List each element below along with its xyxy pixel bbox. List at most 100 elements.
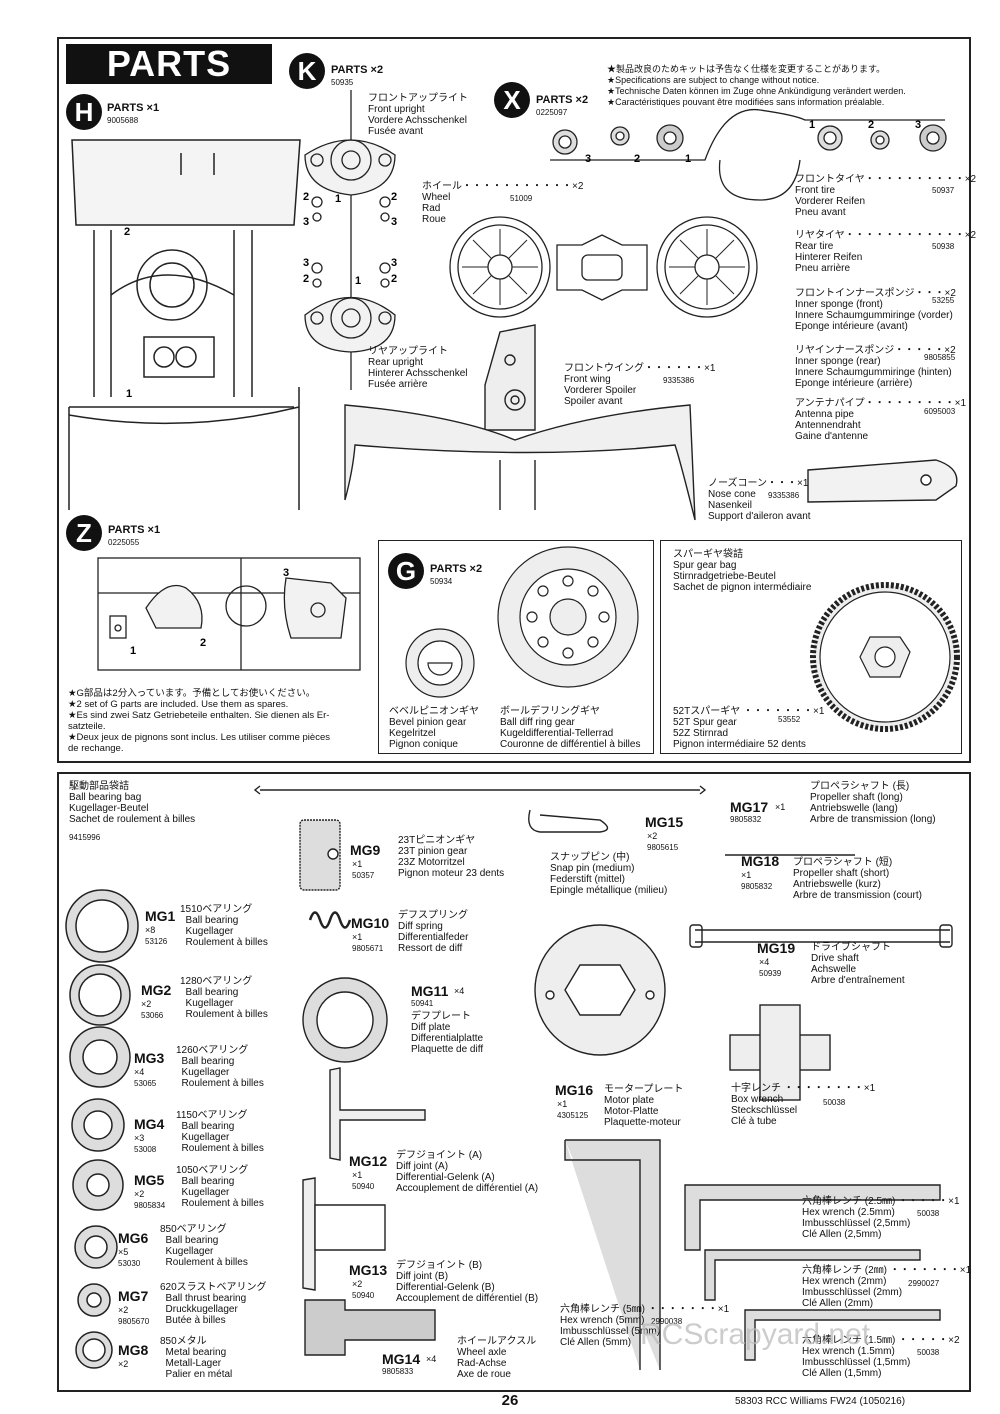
- front-wing-code: 9335386: [663, 376, 695, 385]
- mg3-qty: ×4: [134, 1067, 145, 1077]
- bag-z-code: 0225055: [108, 538, 140, 547]
- mg15-label: MG15: [645, 814, 684, 830]
- box-wrench-label: 十字レンチ ・・・・・・・・×1 Box wrench Steckschlüss…: [731, 1083, 876, 1127]
- bevel-pinion-drawing: [405, 628, 475, 698]
- manual-reference: 58303 RCC Williams FW24 (1050216): [735, 1396, 906, 1407]
- mg12-code: 50940: [352, 1182, 375, 1191]
- bag-k-code: 50935: [331, 78, 354, 87]
- hex-wrench-2-5-code: 50038: [917, 1209, 940, 1218]
- mg7-code: 9805670: [118, 1317, 150, 1326]
- mg11-qty: ×4: [454, 986, 465, 996]
- mg6-code: 53030: [118, 1259, 141, 1268]
- antenna-pipe-label: アンテナパイプ・・・・・・・・・×1 Antenna pipe Antennen…: [795, 398, 967, 442]
- bearing-bag-frame: [57, 772, 971, 1392]
- mg5-code: 9805834: [134, 1201, 166, 1210]
- mg12-qty: ×1: [352, 1170, 363, 1180]
- hex-wrench-5-label: 六角棒レンチ (5㎜) ・・・・・・・×1 Hex wrench (5mm) I…: [560, 1304, 730, 1348]
- mg12-label: MG12: [349, 1153, 388, 1169]
- bearings-drawing: [65, 889, 139, 1369]
- spur-gear-box: [660, 540, 962, 754]
- mg10-qty: ×1: [352, 932, 363, 942]
- mg15-code: 9805615: [647, 843, 679, 852]
- hex-wrench-5-code: 2990038: [651, 1317, 683, 1326]
- svg-text:2: 2: [391, 273, 397, 285]
- mg6-desc: 850ベアリング Ball bearing Kugellager Rouleme…: [160, 1224, 248, 1268]
- front-upright-label: フロントアップライト Front upright Vordere Achssch…: [368, 93, 468, 137]
- nose-cone-label: ノーズコーン・・・×1 Nose cone Nasenkeil Support …: [708, 478, 811, 522]
- svg-text:2: 2: [303, 273, 309, 285]
- mg9-code: 50357: [352, 871, 375, 880]
- box-wrench-code: 50038: [823, 1098, 846, 1107]
- mg14-label: MG14: [382, 1351, 421, 1367]
- bag-g-title: PARTS ×2: [430, 563, 483, 575]
- svg-text:3: 3: [585, 153, 591, 165]
- svg-text:1: 1: [130, 645, 136, 657]
- mg1-code: 53126: [145, 937, 168, 946]
- mg7-qty: ×2: [118, 1305, 129, 1315]
- mg14-qty: ×4: [426, 1354, 437, 1364]
- mg4-qty: ×3: [134, 1133, 145, 1143]
- svg-text:3: 3: [283, 567, 289, 579]
- mg11-label: MG11: [411, 983, 449, 999]
- svg-text:1: 1: [685, 153, 691, 165]
- svg-text:3: 3: [915, 119, 921, 131]
- mg5-qty: ×2: [134, 1189, 145, 1199]
- mg8-label: MG8: [118, 1342, 149, 1358]
- nose-cone-drawing: [807, 459, 958, 503]
- mg9-desc: 23Tピニオンギヤ 23T pinion gear 23Z Motorritze…: [398, 835, 505, 879]
- hex-wrench-1-5-code: 50038: [917, 1348, 940, 1357]
- mg17-code: 9805832: [730, 815, 762, 824]
- svg-text:3: 3: [391, 257, 397, 269]
- spur-gear-label: 52Tスパーギヤ ・・・・・・・×1 52T Spur gear 52Z Sti…: [673, 706, 825, 750]
- mg2-label: MG2: [141, 982, 172, 998]
- bag-h-title: PARTS ×1: [107, 102, 160, 114]
- nose-cone-code: 9335386: [768, 491, 800, 500]
- wheel-label: ホイール・・・・・・・・・・・×2 Wheel Rad Roue: [422, 181, 584, 225]
- mg8-desc: 850メタル Metal bearing Metall-Lager Palier…: [160, 1336, 233, 1380]
- mg5-desc: 1050ベアリング Ball bearing Kugellager Roulem…: [176, 1165, 264, 1209]
- rear-wing-drawing: 2 1: [68, 139, 301, 510]
- mg2-qty: ×2: [141, 999, 152, 1009]
- rear-tire-label: リヤタイヤ・・・・・・・・・・・・×2 Rear tire Hinterer R…: [795, 230, 977, 274]
- mg16-desc: モータープレート Motor plate Motor-Platte Plaque…: [604, 1084, 684, 1128]
- mg9-qty: ×1: [352, 859, 363, 869]
- mg3-label: MG3: [134, 1050, 165, 1066]
- mg16-label: MG16: [555, 1082, 594, 1098]
- mg17-label: MG17: [730, 799, 769, 815]
- mg18-qty: ×1: [741, 870, 752, 880]
- mg14-desc: ホイールアクスル Wheel axle Rad-Achse Axe de rou…: [457, 1336, 537, 1380]
- mg8-qty: ×2: [118, 1359, 129, 1369]
- inner-sponge-front-label: フロントインナースポンジ・・・×2 Inner sponge (front) I…: [795, 288, 956, 332]
- mg18-code: 9805832: [741, 882, 773, 891]
- antenna-pipe-code: 6095003: [924, 407, 956, 416]
- mg10-code: 9805671: [352, 944, 384, 953]
- mg18-label: MG18: [741, 853, 780, 869]
- mg13-qty: ×2: [352, 1279, 363, 1289]
- mg17-desc: プロペラシャフト (長) Propeller shaft (long) Antr…: [810, 781, 936, 825]
- mg14-code: 9805833: [382, 1367, 414, 1376]
- ball-diff-ring-label: ボールデフリングギヤ Ball diff ring gear Kugeldiff…: [500, 706, 641, 750]
- mg13-desc: デフジョイント (B) Diff joint (B) Differential-…: [396, 1260, 539, 1304]
- front-wing-drawing: [344, 324, 696, 521]
- front-tire-label: フロントタイヤ・・・・・・・・・・×2 Front tire Vorderer …: [795, 174, 977, 218]
- mg7-desc: 620スラストベアリング Ball thrust bearing Druckku…: [160, 1282, 267, 1326]
- svg-text:3: 3: [303, 257, 309, 269]
- mg19-desc: ドライブシャフト Drive shaft Achswelle Arbre d'e…: [811, 942, 905, 986]
- mg4-code: 53008: [134, 1145, 157, 1154]
- svg-text:2: 2: [303, 191, 309, 203]
- g-parts-note: ★G部品は2分入っています。予備としてお使いください。 ★2 set of G …: [68, 688, 330, 754]
- bag-g-badge: G: [388, 553, 424, 589]
- bag-z-badge: Z: [66, 515, 102, 551]
- mg1-qty: ×8: [145, 925, 156, 935]
- mg10-desc: デフスプリング Diff spring Differentialfeder Re…: [398, 910, 469, 954]
- spur-gear-bag-title: スパーギヤ袋詰 Spur gear bag Stirnradgetriebe-B…: [673, 549, 812, 593]
- g-parts-box: [378, 540, 654, 754]
- mg15-desc: スナップピン (中) Snap pin (medium) Federstift …: [550, 852, 668, 896]
- mg6-label: MG6: [118, 1230, 149, 1246]
- bag-k-title: PARTS ×2: [331, 64, 384, 76]
- spur-gear-drawing: [810, 582, 960, 732]
- ball-diff-ring-drawing: [497, 546, 639, 688]
- bag-k-badge: K: [289, 53, 325, 89]
- parts-banner: PARTS: [66, 44, 272, 84]
